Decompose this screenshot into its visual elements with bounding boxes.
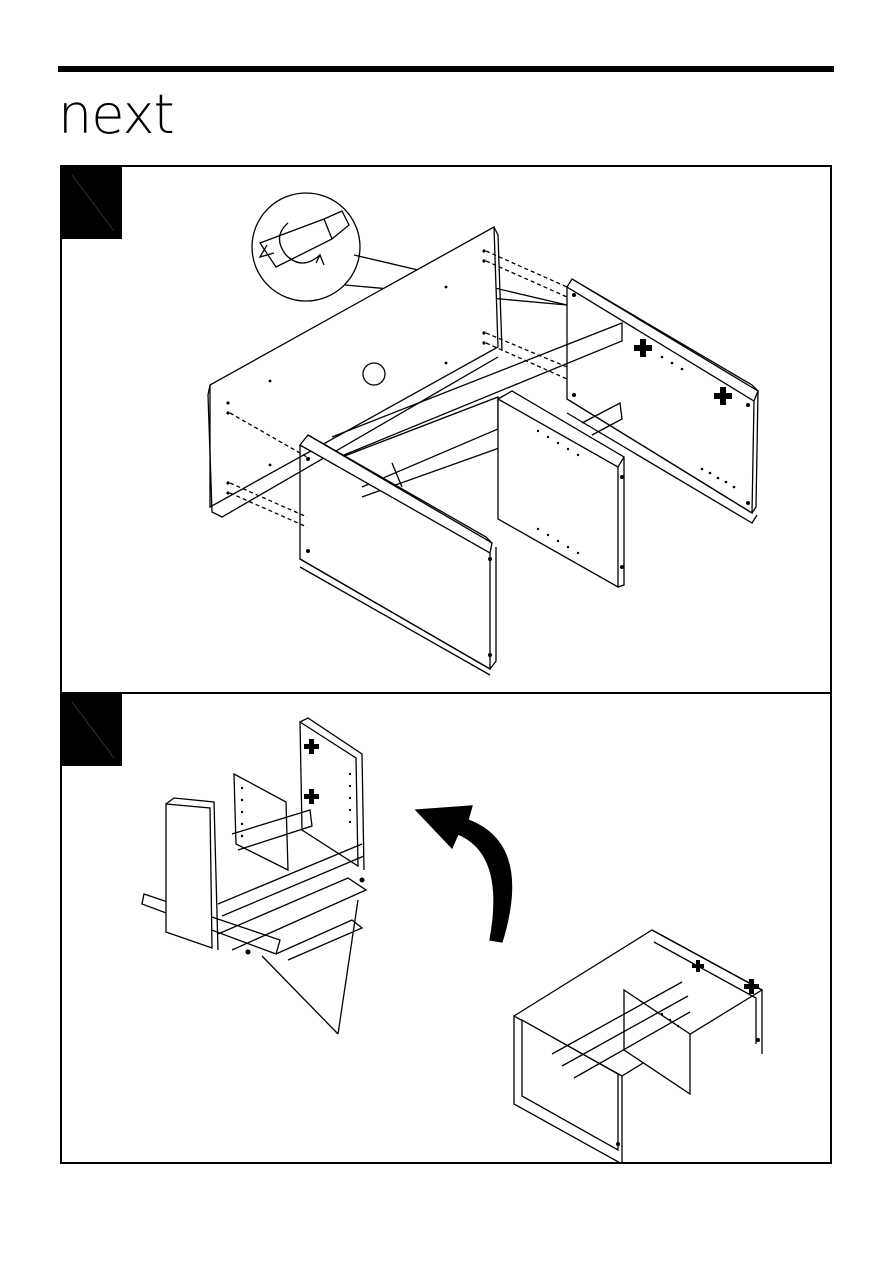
step-1-panel	[60, 165, 832, 694]
step-2-illustration	[62, 694, 832, 1164]
brand-logo: next	[58, 88, 174, 142]
upright-unit	[142, 718, 366, 960]
header-rule	[58, 66, 834, 72]
step-1-illustration	[62, 167, 832, 692]
lying-unit	[514, 930, 762, 1164]
screwdriver-icon	[252, 193, 360, 301]
footer-rule	[400, 1163, 590, 1164]
rotate-arrow-icon	[416, 806, 512, 942]
divider-panel	[498, 391, 624, 587]
step-2-panel	[60, 692, 832, 1164]
